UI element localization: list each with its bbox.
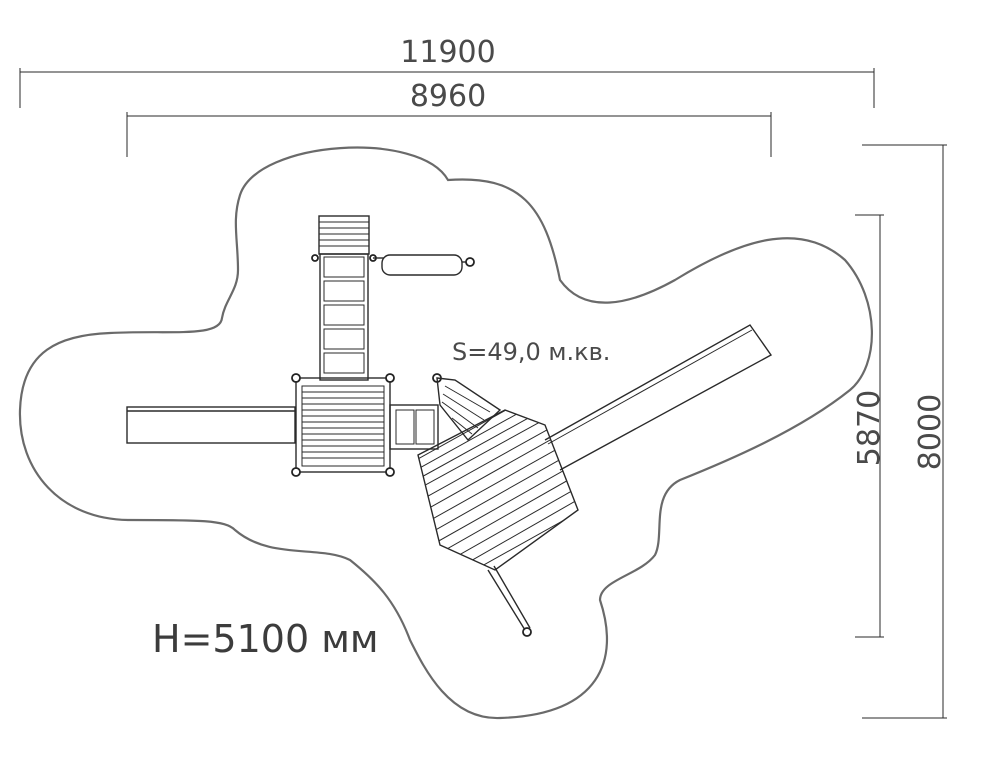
overall-height-label: 8000	[913, 394, 948, 470]
tower-roof	[417, 409, 579, 571]
handle-bar	[373, 254, 475, 276]
area-label: S=49,0 м.кв.	[452, 338, 610, 366]
central-platform	[291, 373, 395, 477]
inner-height-label: 5870	[852, 390, 887, 466]
left-beam	[126, 406, 296, 444]
long-slide	[544, 324, 773, 471]
dimension-inner-width: 8960	[126, 79, 772, 157]
inner-width-label: 8960	[410, 79, 486, 114]
dimension-overall-height: 8000	[862, 144, 948, 719]
dimension-inner-height: 5870	[852, 214, 887, 638]
height-label: H=5100 мм	[152, 617, 379, 661]
connecting-bridge	[389, 373, 442, 450]
safety-zone-outline	[18, 146, 873, 720]
fire-pole	[487, 565, 532, 637]
dimension-overall-width: 11900	[19, 35, 875, 108]
stairs	[436, 377, 502, 442]
climbing-ladder	[311, 215, 377, 381]
overall-width-label: 11900	[400, 35, 495, 70]
